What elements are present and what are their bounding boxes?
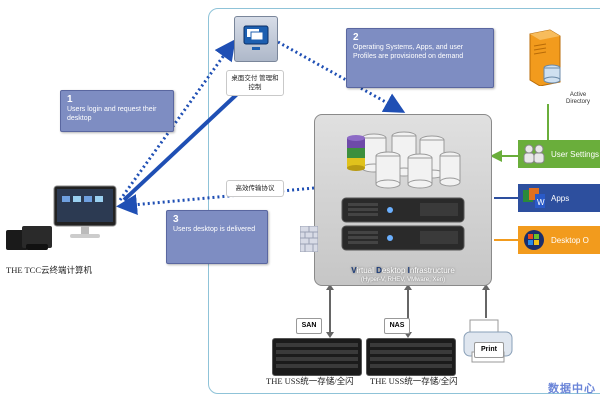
callout-step-2: 2 Operating Systems, Apps, and user Prof… [346, 28, 494, 88]
callout-step-3: 3 Users desktop is delivered [166, 210, 268, 264]
callout-text: Users desktop is delivered [173, 226, 256, 233]
nas-storage-array-icon [366, 338, 456, 376]
watermark: 数据中心 [548, 383, 596, 395]
san-label: SAN [296, 318, 322, 334]
windows-logo-icon [521, 228, 547, 252]
apps-panel: W Apps [518, 184, 600, 212]
storage-caption-1: THE USS统一存储/全闪 [266, 376, 354, 386]
apps-label: Apps [551, 193, 570, 203]
callout-number: 3 [173, 214, 179, 225]
provision-arrow [277, 40, 406, 113]
user-settings-panel: User Settings [518, 140, 600, 168]
database-cluster-icon [344, 128, 466, 192]
desktop-os-label: Desktop O [551, 235, 589, 245]
storage-caption-2: THE USS统一存储/全闪 [370, 376, 458, 386]
vdi-title: Virtual Desktop Infrastructure [351, 266, 455, 275]
users-icon [521, 142, 547, 166]
active-directory-server-icon [526, 28, 562, 87]
transport-protocol-text: 高效传输协议 [235, 185, 275, 192]
office-apps-icon: W [521, 186, 547, 210]
print-label: Print [474, 342, 504, 358]
client-monitor-icon [50, 184, 120, 240]
callout-number: 1 [67, 94, 73, 105]
delivery-arrow [116, 186, 315, 216]
callout-number: 2 [353, 32, 359, 43]
callout-text: Operating Systems, Apps, and user Profil… [353, 44, 464, 60]
svg-text:W: W [537, 198, 545, 207]
desktop-os-panel: Desktop O [518, 226, 600, 254]
callout-step-1: 1 Users login and request their desktop [60, 90, 174, 132]
transport-protocol-note: 高效传输协议 [226, 180, 284, 197]
login-request-arrow [118, 39, 236, 201]
firewall-icon [299, 225, 319, 253]
rack-server-icon [340, 196, 466, 252]
desktop-delivery-note: 桌面交付 管理和控制 [226, 70, 284, 96]
nas-label: NAS [384, 318, 410, 334]
user-settings-label: User Settings [551, 149, 600, 159]
active-directory-label: Active Directory [565, 92, 590, 105]
vdi-subtitle: (Hyper-V, RHEV, VMware, Xen) [360, 277, 446, 283]
management-link [122, 80, 252, 202]
thin-client-icon [4, 222, 56, 256]
management-server-icon [234, 16, 278, 62]
client-caption: THE TCC云终端计算机 [6, 265, 93, 275]
san-storage-array-icon [272, 338, 362, 376]
desktop-delivery-text: 桌面交付 管理和控制 [231, 75, 279, 91]
callout-text: Users login and request their desktop [67, 106, 157, 122]
datacenter-frame [208, 8, 600, 394]
